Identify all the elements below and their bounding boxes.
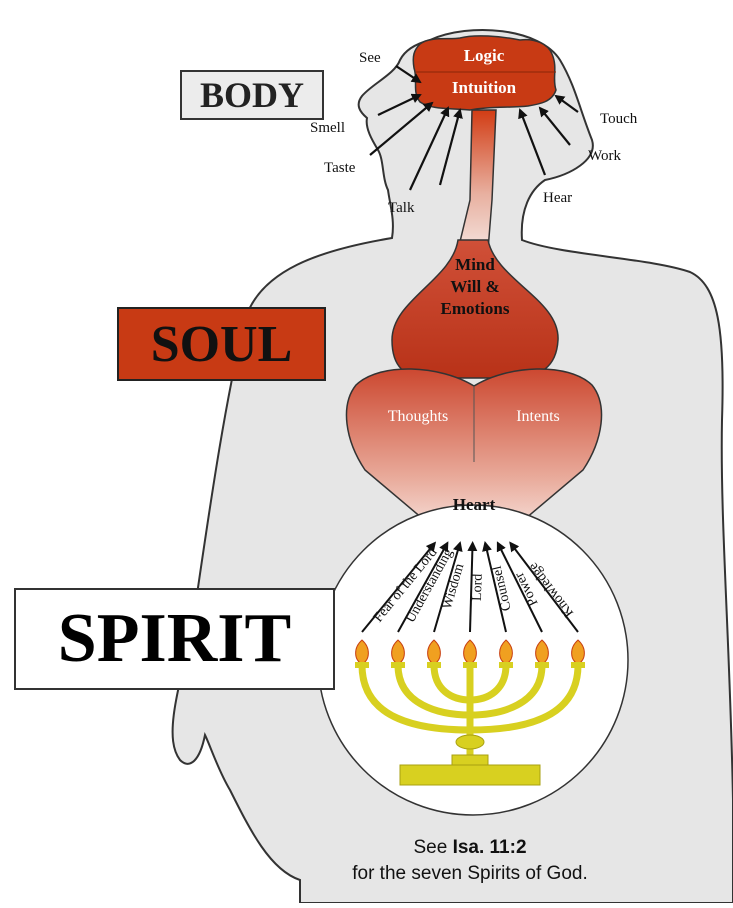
lamp-cup xyxy=(427,662,441,668)
menorah-knob xyxy=(456,735,484,749)
sense-talk: Talk xyxy=(388,200,415,216)
brain-logic-label: Logic xyxy=(464,46,505,65)
caption: See Isa. 11:2 for the seven Spirits of G… xyxy=(300,835,640,887)
lamp-cup xyxy=(391,662,405,668)
body-label: BODY xyxy=(180,70,324,120)
lamp-cup xyxy=(463,662,477,668)
soul-mind: Mind xyxy=(455,255,495,274)
menorah-base-bottom xyxy=(400,765,540,785)
caption-prefix: See xyxy=(413,837,452,858)
sense-see: See xyxy=(359,50,381,66)
sense-smell: Smell xyxy=(310,120,345,136)
spirit-label: SPIRIT xyxy=(14,588,335,690)
soul-emotions: Emotions xyxy=(441,299,510,318)
menorah-base-top xyxy=(452,755,488,765)
caption-line-2: for the seven Spirits of God. xyxy=(300,861,640,887)
brain-intuition-label: Intuition xyxy=(452,78,517,97)
spirit-label-lord: Lord xyxy=(470,574,486,602)
lamp-cup xyxy=(355,662,369,668)
sense-hear: Hear xyxy=(543,190,572,206)
soul-will: Will & xyxy=(450,277,499,296)
lamp-cup xyxy=(571,662,585,668)
lamp-cup xyxy=(499,662,513,668)
sense-work: Work xyxy=(588,148,621,164)
caption-line-1: See Isa. 11:2 xyxy=(300,835,640,861)
lamp-cup xyxy=(535,662,549,668)
caption-reference: Isa. 11:2 xyxy=(453,837,527,858)
heart-intents: Intents xyxy=(516,408,560,425)
sense-taste: Taste xyxy=(324,160,356,176)
soul-label: SOUL xyxy=(117,307,326,381)
heart-label: Heart xyxy=(453,495,496,514)
heart-thoughts: Thoughts xyxy=(388,408,448,425)
sense-touch: Touch xyxy=(600,111,638,127)
